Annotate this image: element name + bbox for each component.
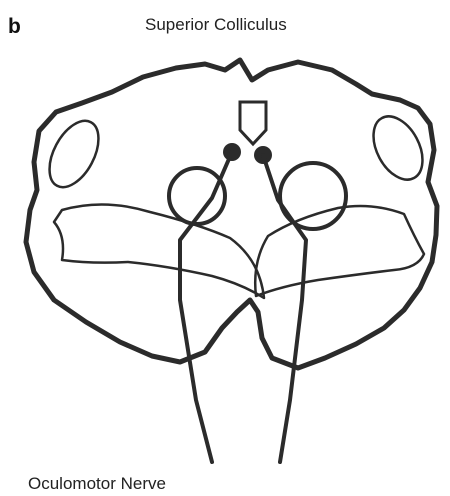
arrow-marker-icon [240,102,266,144]
right-nerve-fiber [263,155,306,462]
midbrain-outline [26,60,437,368]
right-lateral-oval [363,108,432,188]
left-lateral-oval [39,113,108,195]
right-crus-band [255,206,424,296]
left-crus-band [54,204,264,298]
